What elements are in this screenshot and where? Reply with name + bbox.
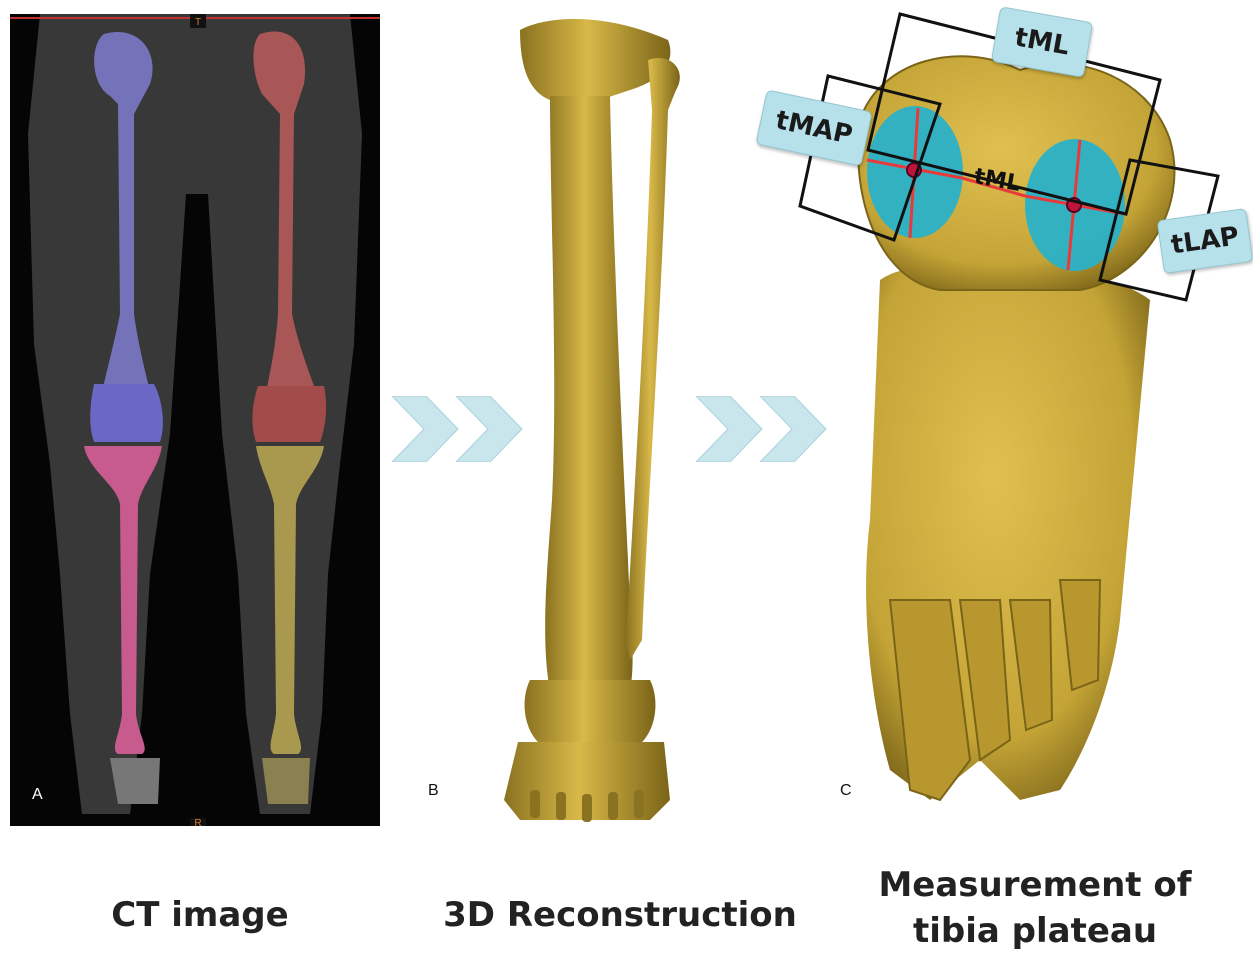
ct-top-marker: T <box>195 17 201 28</box>
panel-letter-c: C <box>840 782 852 800</box>
caption-measurement-line1: Measurement of <box>840 862 1230 908</box>
ct-scan-image: T R <box>10 14 380 826</box>
caption-3d-reconstruction: 3D Reconstruction <box>440 892 800 938</box>
panel-letter-a: A <box>32 786 43 804</box>
caption-measurement: Measurement of tibia plateau <box>840 862 1230 954</box>
ct-bottom-marker: R <box>194 818 201 826</box>
ct-image-panel: T R A <box>10 14 380 826</box>
caption-measurement-line2: tibia plateau <box>840 908 1230 954</box>
tibia-fibula-3d-model <box>380 0 680 830</box>
panel-letter-b: B <box>428 782 439 800</box>
caption-ct-image: CT image <box>40 892 360 938</box>
reconstruction-panel: B <box>380 0 680 830</box>
